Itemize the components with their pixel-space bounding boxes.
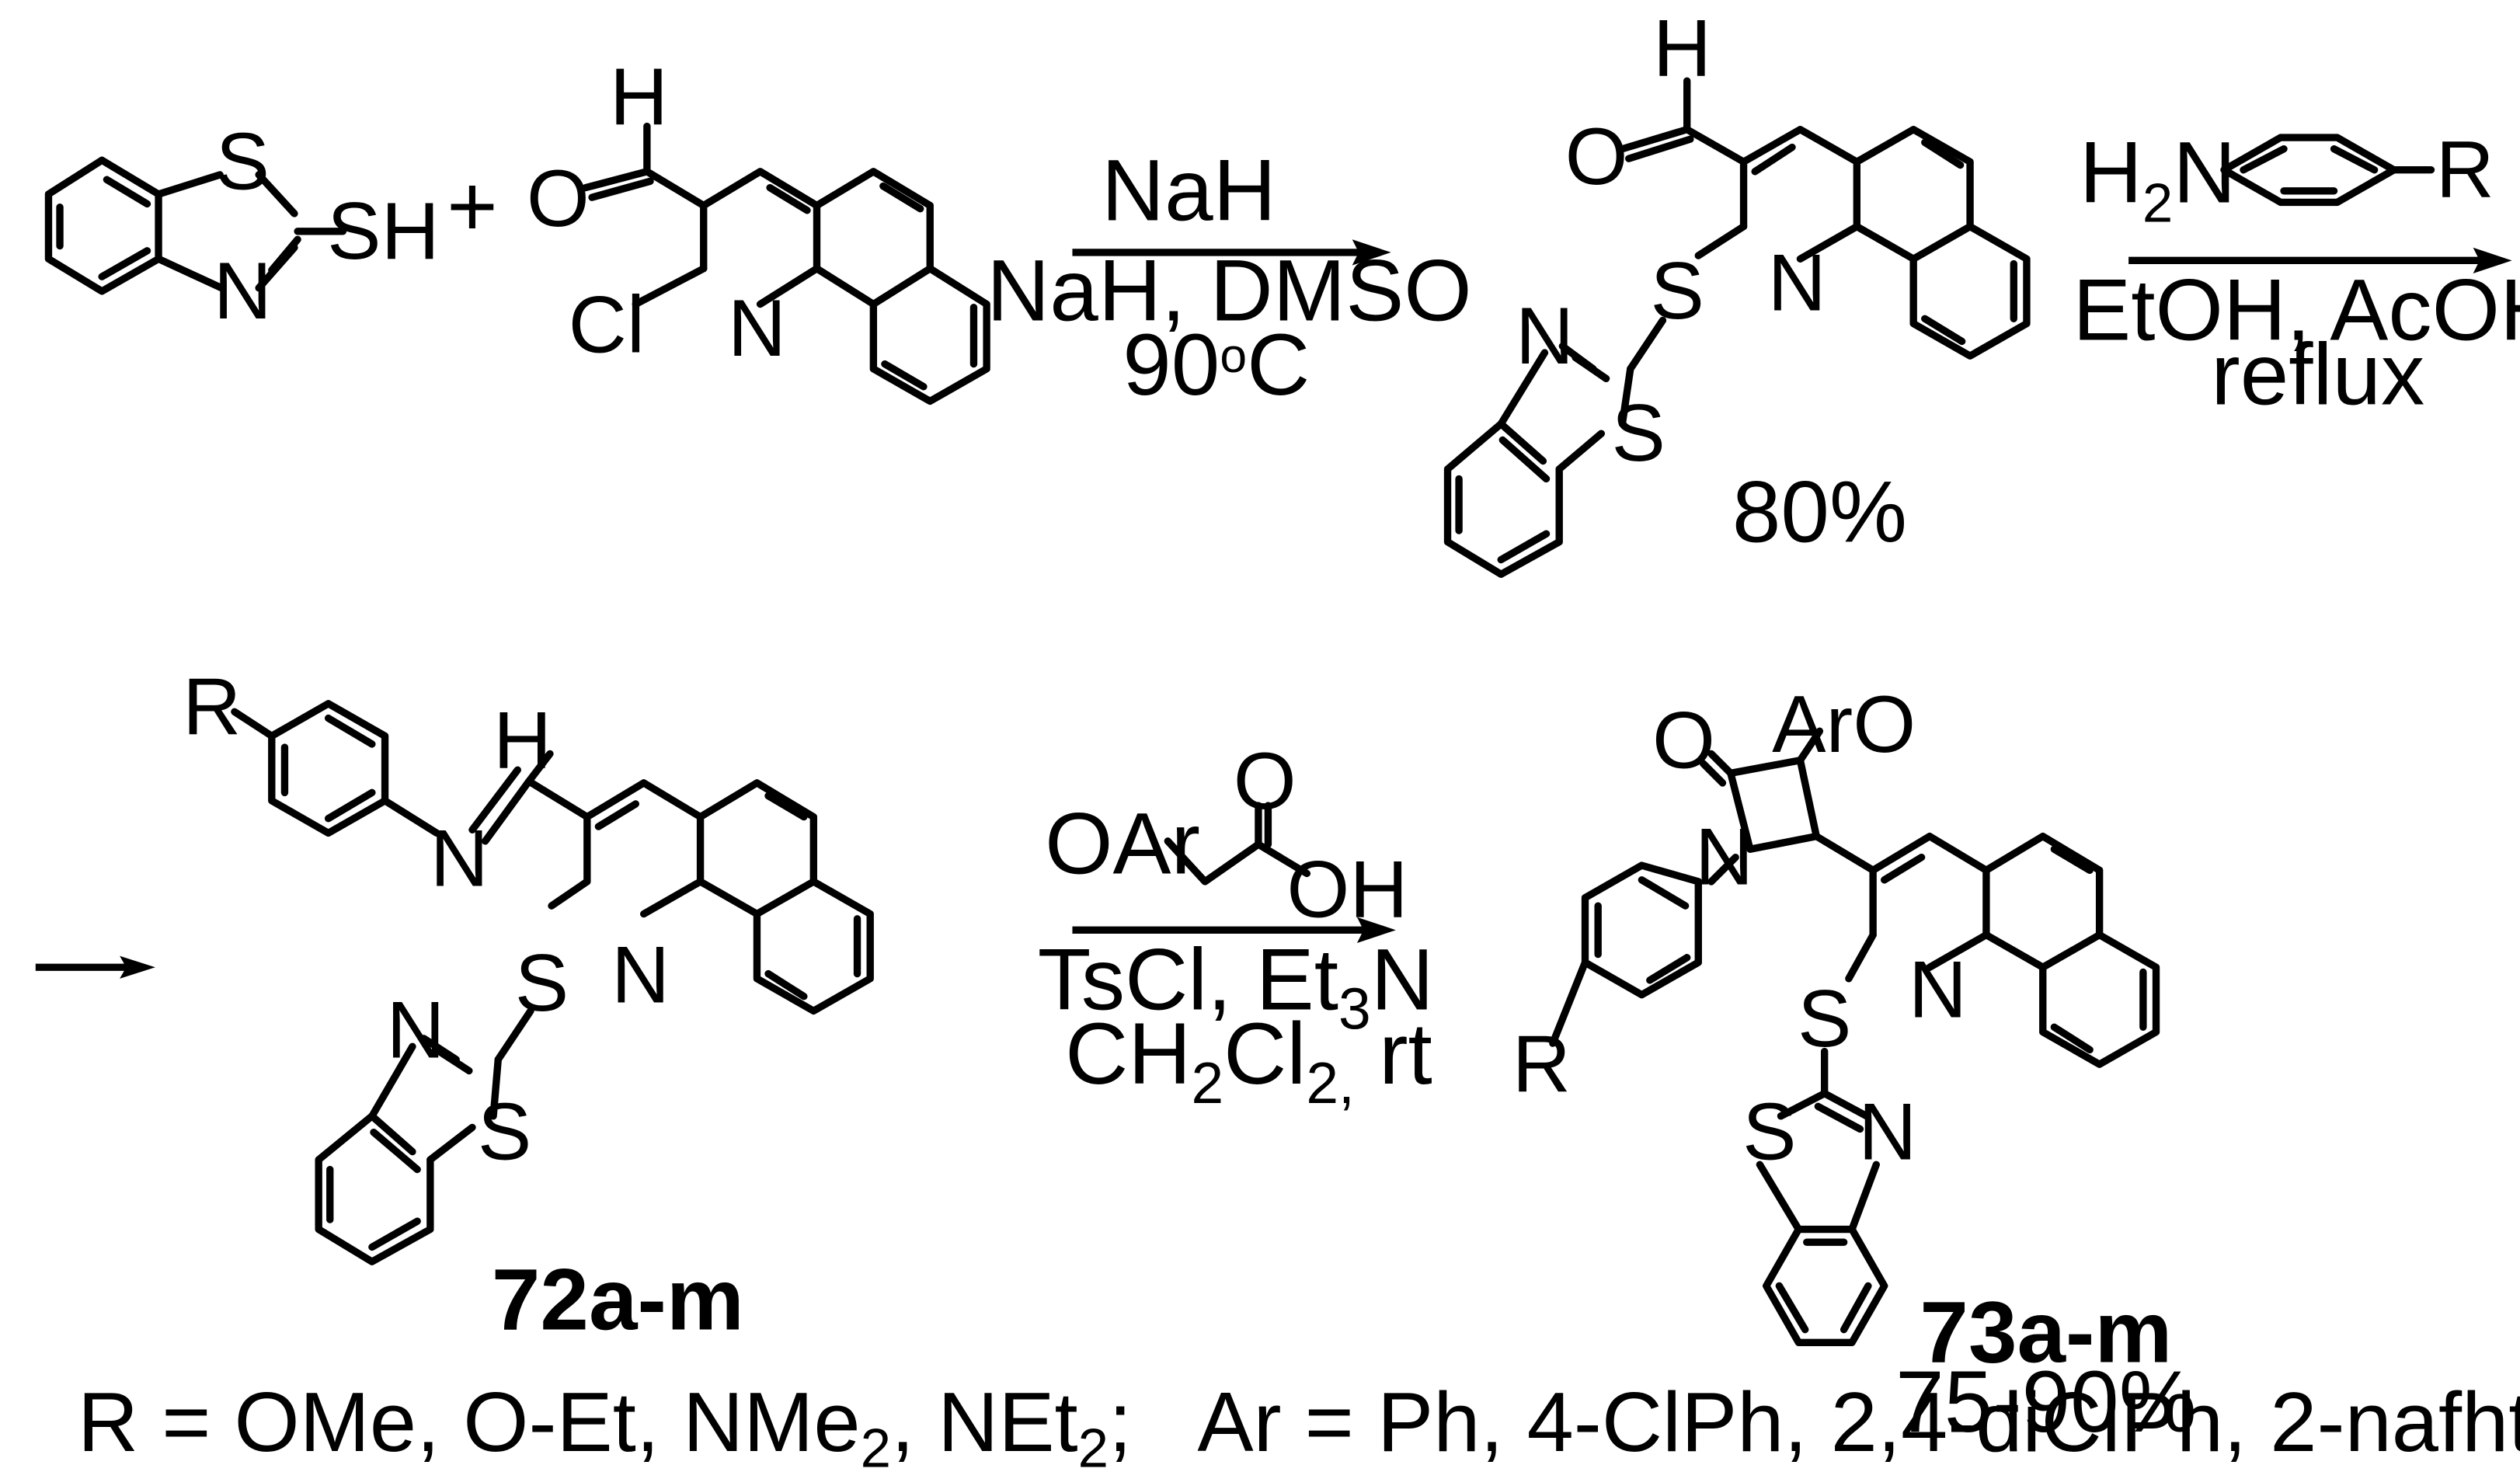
atom-ring-nitrogen: N xyxy=(611,931,670,1021)
aryloxy-substituent: ArO xyxy=(1772,680,1916,770)
step1-conditions: NaH, DMSO xyxy=(987,241,1472,339)
step3-conditions: TsCl, Et3N xyxy=(1038,930,1434,1041)
atom-hydroxyl: OH xyxy=(1286,844,1408,934)
atom-thiazole-sulfur: S xyxy=(1612,388,1665,478)
continuation-arrow xyxy=(35,955,155,979)
step3-solvent: CH2Cl2, rt xyxy=(1065,1004,1432,1115)
atom-thioether-sulfur: S xyxy=(515,938,569,1028)
substituent-footnote: R = OMe, O-Et, NMe2, NEt2; Ar = Ph, 4-Cl… xyxy=(78,1375,2520,1472)
benzothiazole-thiol-structure: S N SH xyxy=(44,117,440,336)
yield-73: 75-90% xyxy=(1895,1352,2197,1450)
compound-label-73: 73a-m xyxy=(1920,1282,2172,1380)
benzothiazolylthio-aldehyde-structure: H O N S N S xyxy=(1443,4,2031,578)
atom-thiol: SH xyxy=(327,186,440,277)
atom-carbonyl-oxygen: O xyxy=(1234,736,1297,826)
step2-conditions-reflux: reflux xyxy=(2211,325,2424,423)
atom-chlorine: Cl xyxy=(569,280,645,371)
aryloxy-group: OAr xyxy=(1045,794,1200,892)
atom-thioether-sulfur: S xyxy=(1798,974,1851,1064)
atom-lactam-nitrogen: N xyxy=(1695,813,1753,903)
atom-thiazole-nitrogen: N xyxy=(387,985,445,1075)
atom-carbonyl-oxygen: O xyxy=(1652,696,1715,786)
atom-thiazole-nitrogen: N xyxy=(1858,1087,1916,1178)
atom-thiazole-sulfur: S xyxy=(1742,1087,1796,1178)
atom-ring-nitrogen: N xyxy=(728,284,786,374)
plus-sign: + xyxy=(447,157,498,255)
reaction-arrow-2: H2N R EtOH, AcOH reflux xyxy=(2073,123,2520,423)
atom-thioether-sulfur: S xyxy=(1650,246,1704,336)
yield-aldehyde: 80% xyxy=(1732,463,1907,561)
compound-label-72: 72a-m xyxy=(492,1251,744,1348)
atom-r-substituent: R xyxy=(183,662,241,752)
atom-ring-nitrogen: N xyxy=(1909,945,1967,1035)
atom-imine-hydrogen: H xyxy=(493,696,552,786)
atom-aldehyde-oxygen: O xyxy=(1565,112,1628,202)
atom-aldehyde-hydrogen: H xyxy=(610,52,668,142)
reaction-arrow-3: OAr O OH TsCl, Et3N CH2Cl2, rt xyxy=(1038,736,1434,1115)
atom-r-substituent: R xyxy=(2436,125,2494,215)
atom-aldehyde-hydrogen: H xyxy=(1653,4,1711,94)
atom-r-substituent: R xyxy=(1512,1019,1571,1109)
aniline-amine: H2N xyxy=(2080,123,2236,234)
atom-sulfur: S xyxy=(216,117,270,207)
atom-thiazole-sulfur: S xyxy=(478,1087,531,1178)
step1-temperature: 90oC xyxy=(1123,315,1310,413)
imine-72-structure: R N H N S N S xyxy=(183,662,874,1265)
chloro-benzoquinoline-aldehyde-structure: H O Cl N xyxy=(527,52,990,405)
atom-imine-nitrogen: N xyxy=(430,814,489,904)
step2-conditions: EtOH, AcOH xyxy=(2073,260,2520,358)
atom-ring-nitrogen: N xyxy=(1768,238,1826,328)
atom-nitrogen: N xyxy=(214,246,272,336)
step1-reagent: NaH xyxy=(1102,141,1276,238)
reaction-arrow-1: NaH NaH, DMSO 90oC xyxy=(987,141,1472,413)
atom-thiazole-nitrogen: N xyxy=(1516,291,1574,381)
beta-lactam-73-structure: O ArO N R N S S N xyxy=(1512,680,2160,1346)
atom-aldehyde-oxygen: O xyxy=(527,154,590,244)
